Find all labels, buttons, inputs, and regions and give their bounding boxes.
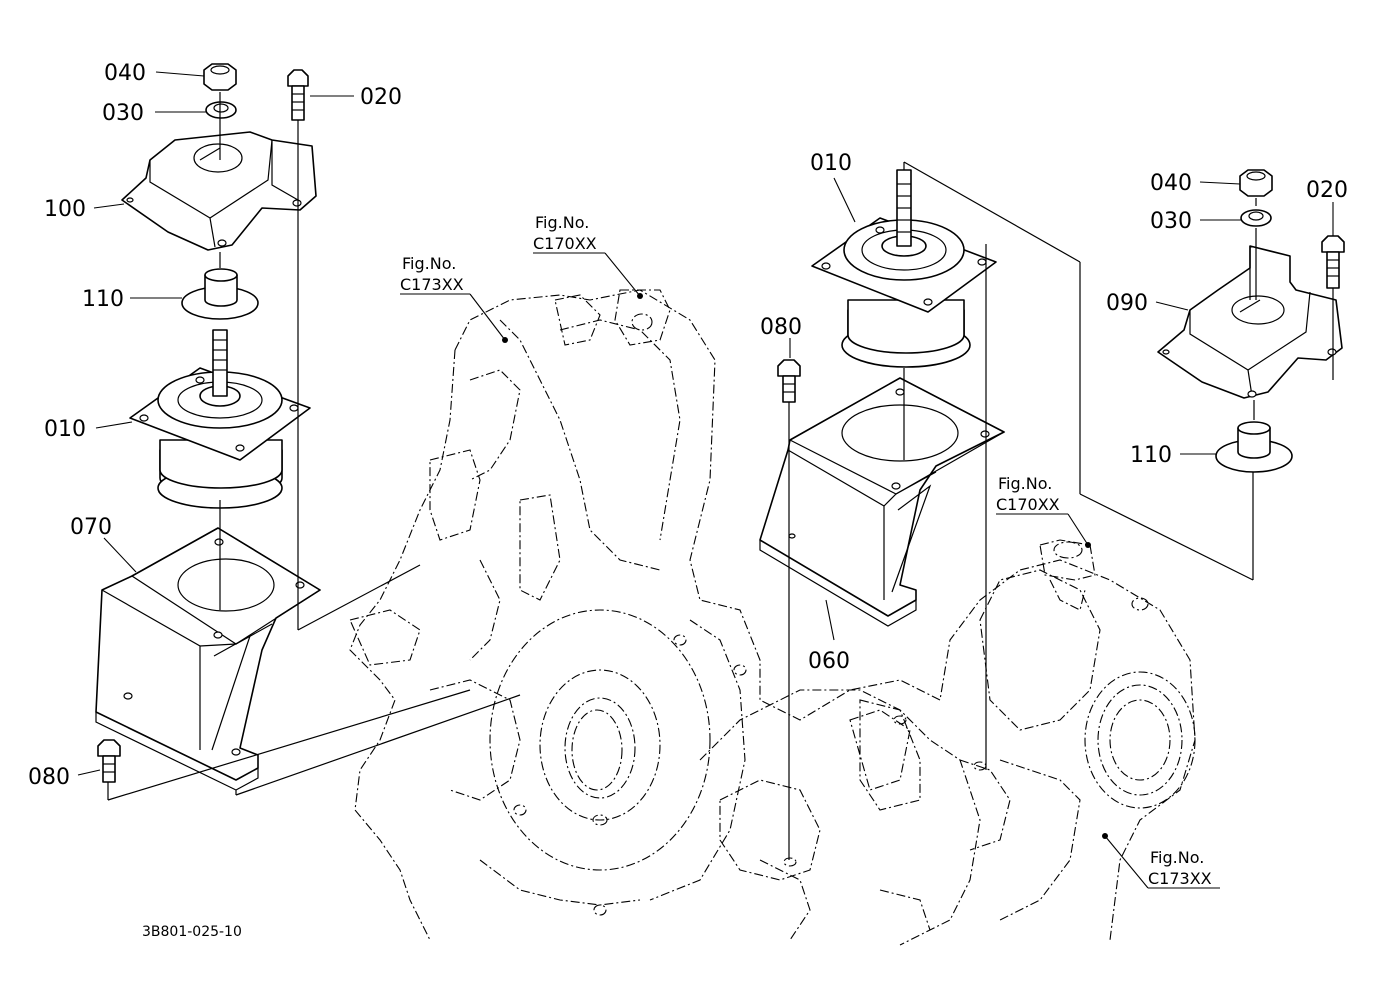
bolt-080-left xyxy=(97,739,121,783)
rubber-mount-010-center xyxy=(811,169,997,368)
bolt-020-right xyxy=(1321,235,1345,289)
nut-040-left xyxy=(203,63,237,91)
label-080-center: 080 xyxy=(760,315,802,340)
transmission-housing-right xyxy=(699,539,1196,946)
nut-040-right xyxy=(1239,169,1273,197)
rubber-mount-010-left xyxy=(129,329,311,509)
fig-ref-4-code: C173XX xyxy=(1148,869,1212,888)
fig-ref-3-code: C170XX xyxy=(996,495,1060,514)
label-110-right: 110 xyxy=(1130,443,1172,468)
label-060: 060 xyxy=(808,649,850,674)
fig-ref-2-title: Fig.No. xyxy=(535,213,589,232)
washer-030-left xyxy=(205,101,237,119)
transmission-housing-left xyxy=(349,289,1196,941)
label-110-left: 110 xyxy=(82,287,124,312)
diagram-code: 3B801-025-10 xyxy=(142,924,242,940)
label-020-left: 020 xyxy=(360,85,402,110)
fig-ref-1-title: Fig.No. xyxy=(402,254,456,273)
fig-ref-1-code: C173XX xyxy=(400,275,464,294)
label-030-left: 030 xyxy=(102,101,144,126)
label-040-right: 040 xyxy=(1150,171,1192,196)
mount-base-070 xyxy=(95,527,322,791)
spacer-110-right xyxy=(1215,421,1293,473)
fig-ref-4-title: Fig.No. xyxy=(1150,848,1204,867)
bolt-080-center xyxy=(777,359,801,403)
label-090: 090 xyxy=(1106,291,1148,316)
spacer-110-left xyxy=(181,268,259,320)
fig-ref-3-title: Fig.No. xyxy=(998,474,1052,493)
bolt-020-left xyxy=(287,69,309,121)
bracket-090 xyxy=(1157,245,1343,399)
label-010-center: 010 xyxy=(810,151,852,176)
bracket-100 xyxy=(121,131,317,251)
mount-base-060 xyxy=(759,377,1006,627)
label-040-left: 040 xyxy=(104,61,146,86)
label-070: 070 xyxy=(70,515,112,540)
label-020-right: 020 xyxy=(1306,178,1348,203)
label-080-left: 080 xyxy=(28,765,70,790)
label-010-left: 010 xyxy=(44,417,86,442)
fig-ref-2-code: C170XX xyxy=(533,234,597,253)
label-030-right: 030 xyxy=(1150,209,1192,234)
label-100: 100 xyxy=(44,197,86,222)
washer-030-right xyxy=(1240,209,1272,227)
